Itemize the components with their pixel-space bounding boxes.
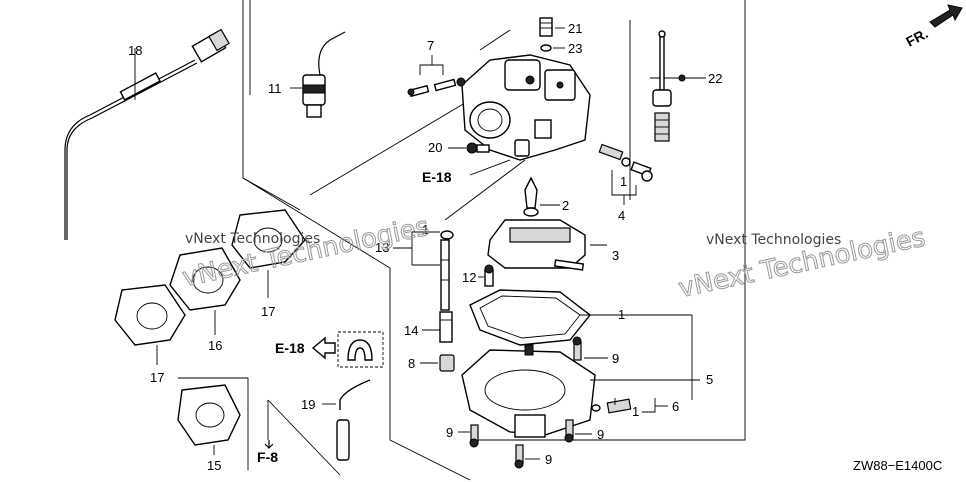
part-6-drain-screw [591, 398, 668, 414]
part-12-screw [478, 264, 494, 287]
part-e18-clip [311, 331, 384, 368]
callout-18: 18 [128, 43, 142, 58]
callout-17-bottom: 17 [150, 370, 164, 385]
callout-9-left: 9 [446, 425, 453, 440]
callout-16: 16 [208, 338, 222, 353]
callout-23: 23 [568, 41, 582, 56]
callout-21: 21 [568, 21, 582, 36]
callout-14: 14 [404, 323, 418, 338]
callout-5: 5 [706, 372, 713, 387]
frame-lines [178, 0, 746, 481]
callout-1-gasket: 1 [618, 307, 625, 322]
part-2-3-float [487, 176, 607, 271]
part-19-tube [322, 379, 371, 461]
part-1-gasket [469, 289, 693, 400]
part-21-23-screw [539, 17, 565, 52]
ref-f8[interactable]: F-8 [257, 449, 278, 465]
part-8-nut [420, 354, 455, 372]
callout-17-top: 17 [261, 304, 275, 319]
callout-20: 20 [428, 140, 442, 155]
watermark-right-text: vNext Technologies [706, 232, 841, 248]
part-5-float-chamber [461, 344, 700, 438]
ref-e18-left[interactable]: E-18 [275, 340, 305, 356]
watermark-left-text: vNext Technologies [185, 231, 320, 247]
part-22-needle-set [629, 20, 706, 200]
part-carburetor-body [461, 29, 591, 161]
callout-11: 11 [268, 81, 282, 96]
callout-6: 6 [672, 399, 679, 414]
leader-lines [444, 159, 526, 221]
part-11-fuel-joint [290, 31, 346, 118]
callout-1-drain: 1 [632, 404, 639, 419]
orientation-label: FR. [903, 25, 930, 50]
callout-9-upper: 9 [612, 351, 619, 366]
ref-e18-top[interactable]: E-18 [422, 169, 452, 185]
orientation-arrow-icon [929, 4, 963, 28]
callout-4: 4 [618, 208, 625, 223]
part-9-screws [458, 336, 608, 469]
part-15-16-17-plates [114, 209, 306, 455]
callout-1-jet: 1 [422, 222, 429, 237]
part-7-screws [407, 55, 466, 98]
callout-3: 3 [612, 248, 619, 263]
callout-7: 7 [427, 38, 434, 53]
callout-22: 22 [708, 71, 722, 86]
callout-1-right: 1 [620, 174, 627, 189]
part-13-14-jet-tube [393, 230, 454, 343]
callout-12: 12 [462, 270, 476, 285]
callout-19: 19 [301, 397, 315, 412]
diagram-code: ZW88−E1400C [853, 458, 942, 473]
part-18-cable [64, 28, 230, 240]
part-20-bolt [448, 142, 490, 154]
callout-labels: 18 11 7 21 23 22 20 1 4 2 3 1 13 12 14 8… [128, 21, 722, 473]
callout-9-right: 9 [597, 427, 604, 442]
callout-2: 2 [562, 198, 569, 213]
section-references: E-18 E-18 F-8 FR. [257, 25, 931, 465]
callout-13: 13 [375, 240, 389, 255]
part-1-4-screw-set [598, 143, 653, 205]
callout-9-bottom: 9 [545, 452, 552, 467]
callout-15: 15 [207, 458, 221, 473]
callout-8: 8 [408, 356, 415, 371]
